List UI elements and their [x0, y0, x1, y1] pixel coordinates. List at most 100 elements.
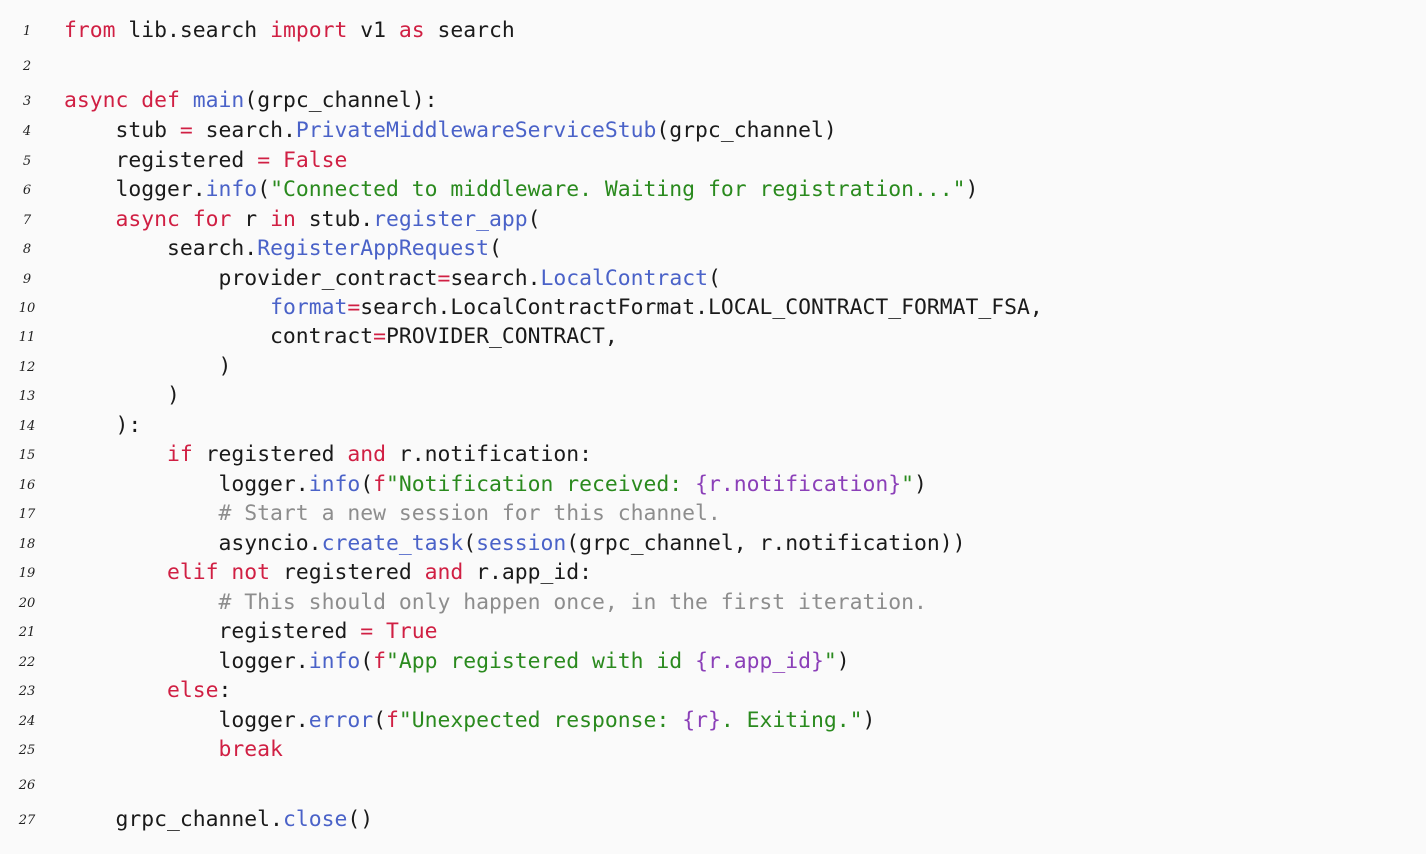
code-token-kw: f	[373, 649, 386, 674]
code-line: 19 elif not registered and r.app_id:	[0, 558, 1426, 588]
code-token-fn: info	[308, 649, 361, 674]
code-line: 12 )	[0, 352, 1426, 382]
code-token-str: "App registered with id	[385, 649, 696, 674]
code-token-kw: async for	[115, 207, 232, 232]
line-number: 8	[22, 242, 32, 257]
code-text: )	[64, 383, 180, 408]
code-token-fn: RegisterAppRequest	[257, 236, 489, 261]
code-token-kw: else	[167, 678, 219, 703]
line-number: 6	[22, 183, 32, 198]
code-token-plain: (	[707, 266, 721, 291]
line-number: 10	[18, 301, 36, 316]
code-token-com: # Start a new session for this channel.	[64, 501, 721, 526]
code-token-plain: contract	[64, 324, 374, 349]
code-token-kw: from	[64, 18, 116, 43]
code-text: logger.info(f"Notification received: {r.…	[64, 472, 927, 497]
code-token-plain: stub.	[295, 207, 374, 232]
line-number: 26	[18, 778, 36, 793]
line-number: 5	[22, 154, 32, 169]
code-token-str: "Unexpected response:	[398, 708, 683, 733]
line-number: 22	[18, 655, 36, 670]
line-number: 24	[18, 714, 36, 729]
code-token-plain: ):	[64, 413, 142, 438]
code-text: )	[64, 354, 232, 379]
code-line: 7 async for r in stub.register_app(	[0, 205, 1426, 235]
code-line: 21 registered = True	[0, 617, 1426, 647]
code-token-plain: (	[463, 531, 477, 556]
code-line: 8 search.RegisterAppRequest(	[0, 234, 1426, 264]
code-token-int: {r.notification}	[695, 472, 902, 497]
code-text: async def main(grpc_channel):	[64, 88, 438, 113]
code-line: 10 format=search.LocalContractFormat.LOC…	[0, 293, 1426, 323]
line-number: 9	[22, 272, 32, 287]
code-text: asyncio.create_task(session(grpc_channel…	[64, 531, 966, 556]
code-token-fn: format	[270, 295, 348, 320]
code-token-str: "	[823, 649, 837, 674]
code-line: 6 logger.info("Connected to middleware. …	[0, 175, 1426, 205]
line-number: 13	[18, 389, 36, 404]
code-token-kw: break	[64, 737, 283, 762]
code-text: else:	[64, 678, 231, 703]
code-token-kw: = False	[257, 148, 348, 173]
code-token-plain: )	[862, 708, 876, 733]
line-number: 19	[18, 566, 36, 581]
code-token-kw: as	[398, 18, 425, 43]
code-line: 5 registered = False	[0, 146, 1426, 176]
code-text: registered = False	[64, 148, 348, 173]
code-token-kw: =	[179, 118, 193, 143]
code-token-str: "	[901, 472, 915, 497]
line-number: 17	[18, 507, 36, 522]
code-token-plain: registered	[192, 442, 348, 467]
line-number: 12	[18, 360, 36, 375]
code-token-plain: )	[965, 177, 979, 202]
code-text: ):	[64, 413, 142, 438]
code-line: 16 logger.info(f"Notification received: …	[0, 470, 1426, 500]
code-token-plain: logger.	[64, 708, 309, 733]
code-text: from lib.search import v1 as search	[64, 18, 515, 43]
code-token-kw: = True	[360, 619, 438, 644]
code-token-plain: PROVIDER_CONTRACT,	[385, 324, 618, 349]
code-line: 14 ):	[0, 411, 1426, 441]
code-token-plain: search	[424, 18, 515, 43]
code-token-kw: =	[437, 266, 451, 291]
code-token-plain: )	[64, 383, 180, 408]
code-line: 26	[0, 770, 1426, 800]
code-line: 20 # This should only happen once, in th…	[0, 588, 1426, 618]
code-token-plain: search.LocalContractFormat.LOCAL_CONTRAC…	[360, 295, 1043, 320]
code-text: logger.error(f"Unexpected response: {r}.…	[64, 708, 876, 733]
code-token-plain	[64, 442, 167, 467]
code-line: 17 # Start a new session for this channe…	[0, 499, 1426, 529]
code-line: 2	[0, 51, 1426, 81]
code-line: 9 provider_contract=search.LocalContract…	[0, 264, 1426, 294]
code-line: 22 logger.info(f"App registered with id …	[0, 647, 1426, 677]
code-token-plain: asyncio.	[64, 531, 322, 556]
code-token-str: . Exiting."	[720, 708, 863, 733]
code-token-plain: registered	[64, 148, 258, 173]
code-token-plain: (	[489, 236, 502, 261]
code-token-fn: LocalContract	[540, 266, 708, 291]
code-token-plain: registered	[64, 619, 361, 644]
code-token-plain	[64, 207, 116, 232]
code-text: search.RegisterAppRequest(	[64, 236, 502, 261]
code-token-plain: )	[64, 354, 232, 379]
code-token-kw: f	[385, 708, 399, 733]
code-token-plain: r.notification:	[385, 442, 593, 467]
line-number: 21	[18, 625, 36, 640]
code-token-fn: register_app	[373, 207, 528, 232]
code-line: 24 logger.error(f"Unexpected response: {…	[0, 706, 1426, 736]
code-token-fn: info	[205, 177, 258, 202]
code-line: 13 )	[0, 381, 1426, 411]
line-number: 15	[18, 448, 36, 463]
code-token-plain: v1	[347, 18, 399, 43]
code-text: async for r in stub.register_app(	[64, 207, 541, 232]
code-text: registered = True	[64, 619, 438, 644]
code-token-kw: if	[167, 442, 193, 467]
line-number: 27	[18, 813, 36, 828]
code-token-plain: (	[360, 649, 374, 674]
code-text: grpc_channel.close()	[64, 807, 374, 832]
code-token-plain	[64, 295, 270, 320]
code-token-com: # This should only happen once, in the f…	[64, 590, 927, 615]
code-token-plain: r.app_id:	[463, 560, 593, 585]
